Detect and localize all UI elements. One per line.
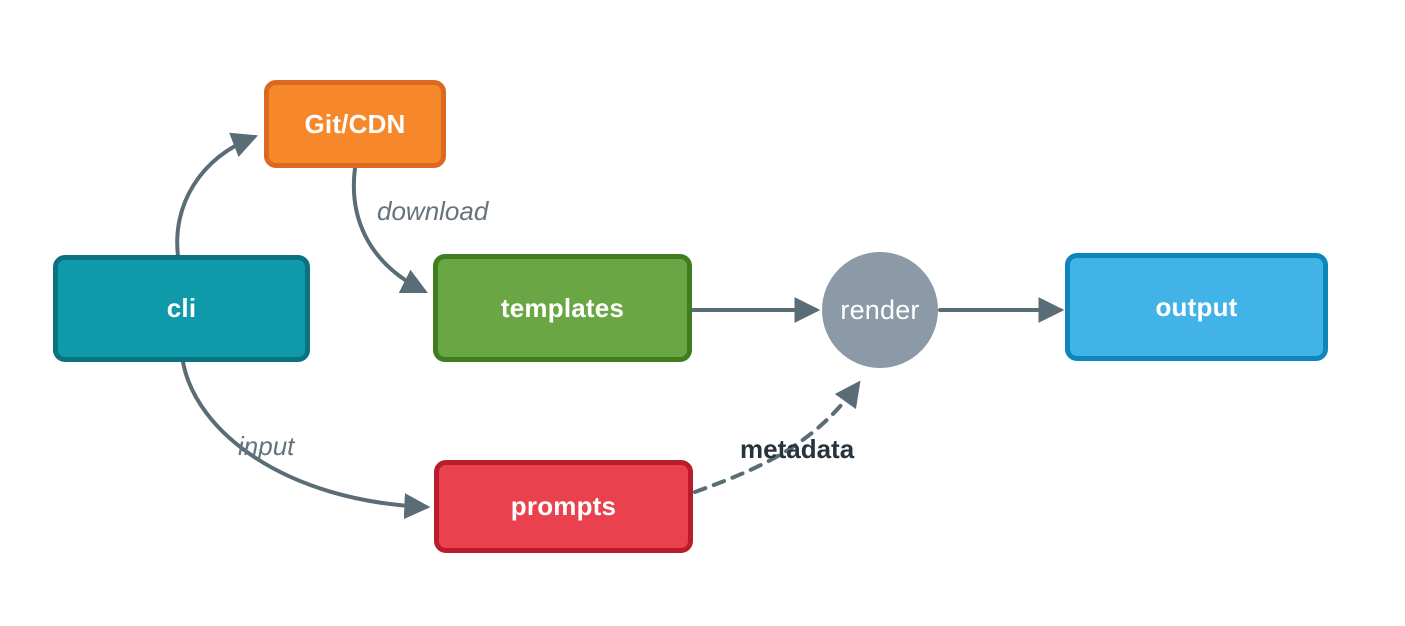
edge-label-metadata: metadata bbox=[740, 434, 855, 464]
node-git-cdn-label: Git/CDN bbox=[304, 108, 406, 139]
node-git-cdn: Git/CDN bbox=[264, 80, 446, 168]
node-cli: cli bbox=[53, 255, 310, 362]
node-output-label: output bbox=[1155, 291, 1238, 322]
node-cli-label: cli bbox=[166, 293, 197, 323]
node-render: render bbox=[822, 252, 938, 368]
node-templates: templates bbox=[433, 254, 692, 362]
edge-label-input: input bbox=[238, 431, 295, 461]
node-templates-label: templates bbox=[500, 292, 625, 323]
edge-cli-gitcdn bbox=[175, 132, 259, 258]
node-prompts: prompts bbox=[434, 460, 693, 553]
edge-cli-prompts bbox=[181, 360, 431, 520]
node-output: output bbox=[1065, 253, 1328, 361]
edge-prompts-render bbox=[693, 380, 861, 494]
node-prompts-label: prompts bbox=[510, 491, 617, 521]
edge-label-download: download bbox=[377, 196, 489, 226]
node-render-label: render bbox=[840, 294, 920, 325]
edge-gitcdn-templates bbox=[351, 166, 428, 293]
